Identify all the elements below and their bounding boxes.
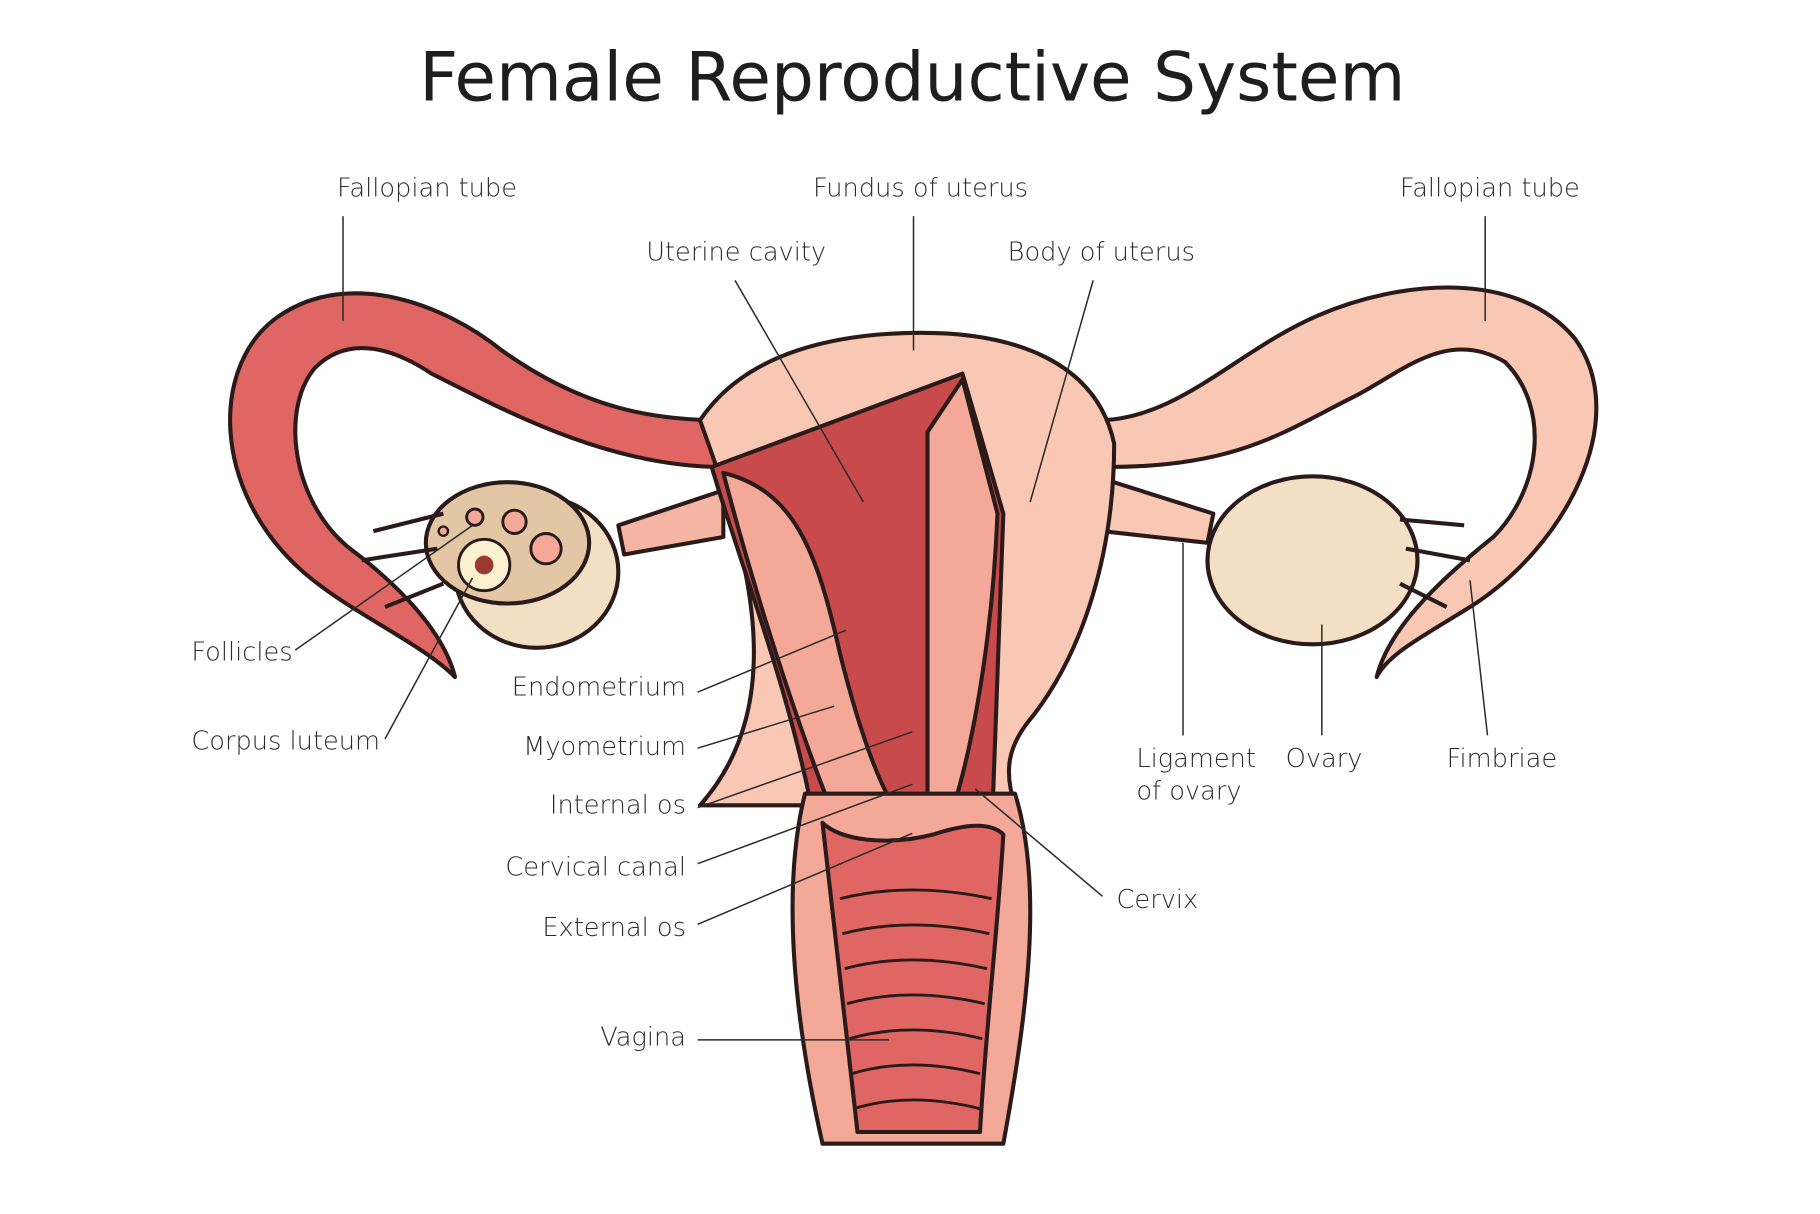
follicle <box>501 508 528 535</box>
right-fimbriae <box>1399 517 1471 609</box>
right-ovarian-ligament <box>1100 476 1216 545</box>
left-fimbriae <box>361 511 445 609</box>
follicle <box>465 507 485 527</box>
anatomy-illustration <box>228 285 1599 1146</box>
follicle <box>529 532 563 566</box>
left-ovary-section <box>423 480 592 606</box>
label-vagina: Vagina <box>600 1023 686 1053</box>
label-myometrium: Myometrium <box>523 732 686 762</box>
label-external-os: External os <box>542 913 686 943</box>
vaginal-canal <box>820 820 1006 1135</box>
diagram-title: Female Reproductive System <box>419 38 1405 117</box>
leader-lines <box>294 216 1489 1041</box>
label-internal-os: Internal os <box>550 791 686 821</box>
label-cervical-canal: Cervical canal <box>505 852 686 882</box>
labels: Fallopian tube Fundus of uterus Fallopia… <box>191 173 1580 1052</box>
label-fundus: Fundus of uterus <box>813 173 1028 203</box>
label-ovary: Ovary <box>1286 744 1363 774</box>
label-cervix: Cervix <box>1117 885 1199 915</box>
left-ovarian-ligament <box>616 488 726 557</box>
vaginal-rugae <box>839 888 992 1111</box>
label-ligament: Ligament <box>1136 744 1256 774</box>
label-follicles: Follicles <box>191 638 292 668</box>
label-corpus-luteum: Corpus luteum <box>191 726 380 756</box>
follicle <box>437 525 450 538</box>
label-uterine-cavity: Uterine cavity <box>646 237 826 267</box>
corpus-luteum-core <box>474 555 494 575</box>
label-endometrium: Endometrium <box>512 673 686 703</box>
label-fimbriae: Fimbriae <box>1447 744 1557 774</box>
right-ovary <box>1205 474 1420 647</box>
label-fallopian-tube-left: Fallopian tube <box>337 173 517 203</box>
label-fallopian-tube-right: Fallopian tube <box>1400 173 1580 203</box>
label-body-of-uterus: Body of uterus <box>1008 237 1195 267</box>
left-fallopian-tube <box>228 291 726 680</box>
label-of-ovary: of ovary <box>1136 777 1241 807</box>
right-fallopian-tube <box>1094 285 1599 680</box>
